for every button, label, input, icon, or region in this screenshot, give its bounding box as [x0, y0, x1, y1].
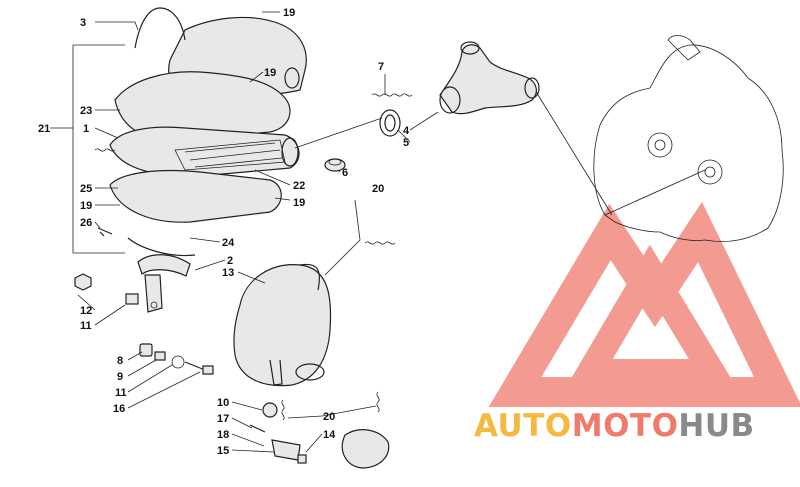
callout-19: 19	[293, 197, 305, 209]
watermark-auto: AUTO	[474, 408, 572, 444]
callout-11: 11	[115, 387, 127, 399]
callout-16: 16	[113, 403, 125, 415]
svg-text:AUTOMOTOHUB: AUTOMOTOHUB	[474, 408, 755, 444]
expansion-chamber	[109, 16, 307, 257]
gasket-ring	[379, 109, 401, 137]
callout-14: 14	[323, 429, 336, 441]
callout-8: 8	[117, 355, 123, 367]
callout-17: 17	[217, 413, 229, 425]
callout-5: 5	[403, 137, 409, 149]
group-bracket-21	[72, 44, 125, 254]
callout-22: 22	[293, 180, 305, 192]
lower-bracket	[249, 402, 390, 469]
exhaust-manifold	[439, 41, 540, 115]
spring-20-lower-a	[281, 399, 285, 421]
callout-12: 12	[80, 305, 92, 317]
callout-11: 11	[80, 320, 92, 332]
callout-24: 24	[222, 237, 235, 249]
callout-23: 23	[80, 105, 92, 117]
callout-13: 13	[222, 267, 234, 279]
muffler	[233, 263, 332, 387]
callout-labels: 3 19 19 7 23 21 1 4 5 6 22 25 20 19 19 2…	[38, 7, 410, 457]
callout-26: 26	[80, 217, 92, 229]
callout-6: 6	[342, 167, 348, 179]
callout-19: 19	[80, 200, 92, 212]
hardware-left	[74, 148, 214, 375]
engine-outline	[534, 35, 784, 242]
callout-1: 1	[83, 123, 89, 135]
callout-21: 21	[38, 123, 50, 135]
callout-3: 3	[80, 17, 86, 29]
spring-20-upper	[364, 241, 396, 245]
spring-7	[371, 93, 413, 97]
leader-lines	[50, 11, 439, 453]
callout-15: 15	[217, 445, 229, 457]
callout-4: 4	[403, 125, 410, 137]
callout-9: 9	[117, 371, 123, 383]
mounting-bracket	[137, 254, 191, 313]
grommet	[324, 158, 346, 172]
callout-19: 19	[264, 67, 276, 79]
connector-line	[294, 117, 383, 149]
watermark-moto: MOTO	[572, 408, 679, 444]
hanger-wire	[134, 7, 186, 49]
callout-25: 25	[80, 183, 92, 195]
callout-20: 20	[323, 411, 335, 423]
callout-2: 2	[227, 255, 233, 267]
watermark-hub: HUB	[678, 408, 754, 444]
watermark-logo	[488, 201, 800, 407]
watermark-text: AUTOMOTOHUB	[474, 408, 755, 444]
callout-18: 18	[217, 429, 229, 441]
callout-19: 19	[283, 7, 295, 19]
spring-20-lower-b	[376, 391, 380, 413]
callout-7: 7	[378, 61, 384, 73]
callout-20: 20	[372, 183, 384, 195]
callout-10: 10	[217, 397, 229, 409]
